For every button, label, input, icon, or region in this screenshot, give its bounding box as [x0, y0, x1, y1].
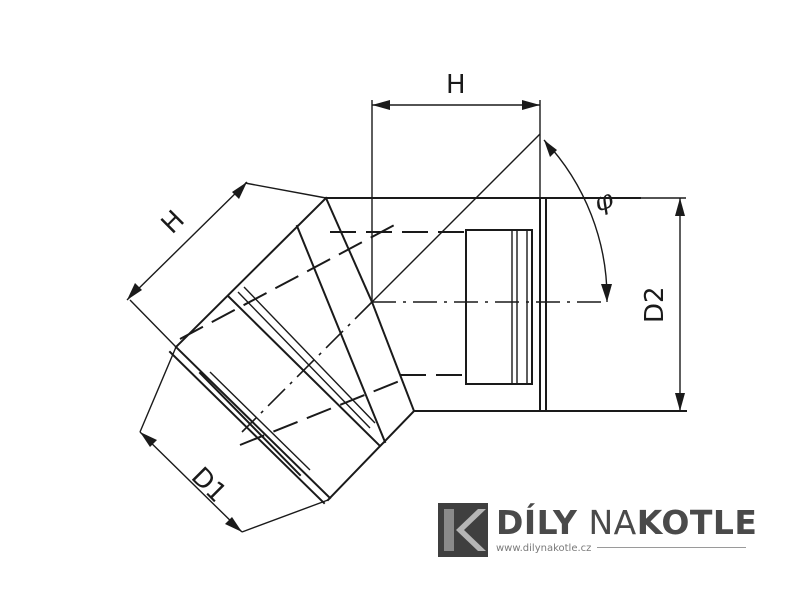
dimension-d2: D2 — [640, 197, 686, 411]
brand-logo: DÍLY NAKOTLE www.dilynakotle.cz — [438, 503, 757, 559]
dimension-h-left: H — [126, 181, 248, 301]
logo-name: DÍLY NAKOTLE — [496, 503, 757, 543]
construction-lines — [129, 100, 541, 348]
label-h-top: H — [446, 70, 466, 100]
label-angle-phi: φ — [590, 184, 618, 219]
logo-name-part1: DÍLY — [496, 503, 578, 542]
hidden-edges — [179, 221, 466, 446]
logo-url: www.dilynakotle.cz — [496, 543, 598, 555]
logo-rule — [496, 547, 746, 548]
label-h-left: H — [156, 205, 191, 240]
left-pipe-segment — [168, 196, 416, 505]
logo-mark-icon — [438, 503, 488, 557]
logo-name-part3: KOTLE — [636, 503, 758, 542]
dimension-h-top: H — [372, 70, 540, 110]
logo-name-part2: NA — [588, 503, 637, 542]
center-lines — [241, 301, 608, 433]
label-d1: D1 — [185, 462, 232, 509]
label-d2: D2 — [640, 286, 670, 323]
right-socket — [465, 229, 533, 385]
angle-phi: φ — [543, 139, 618, 303]
